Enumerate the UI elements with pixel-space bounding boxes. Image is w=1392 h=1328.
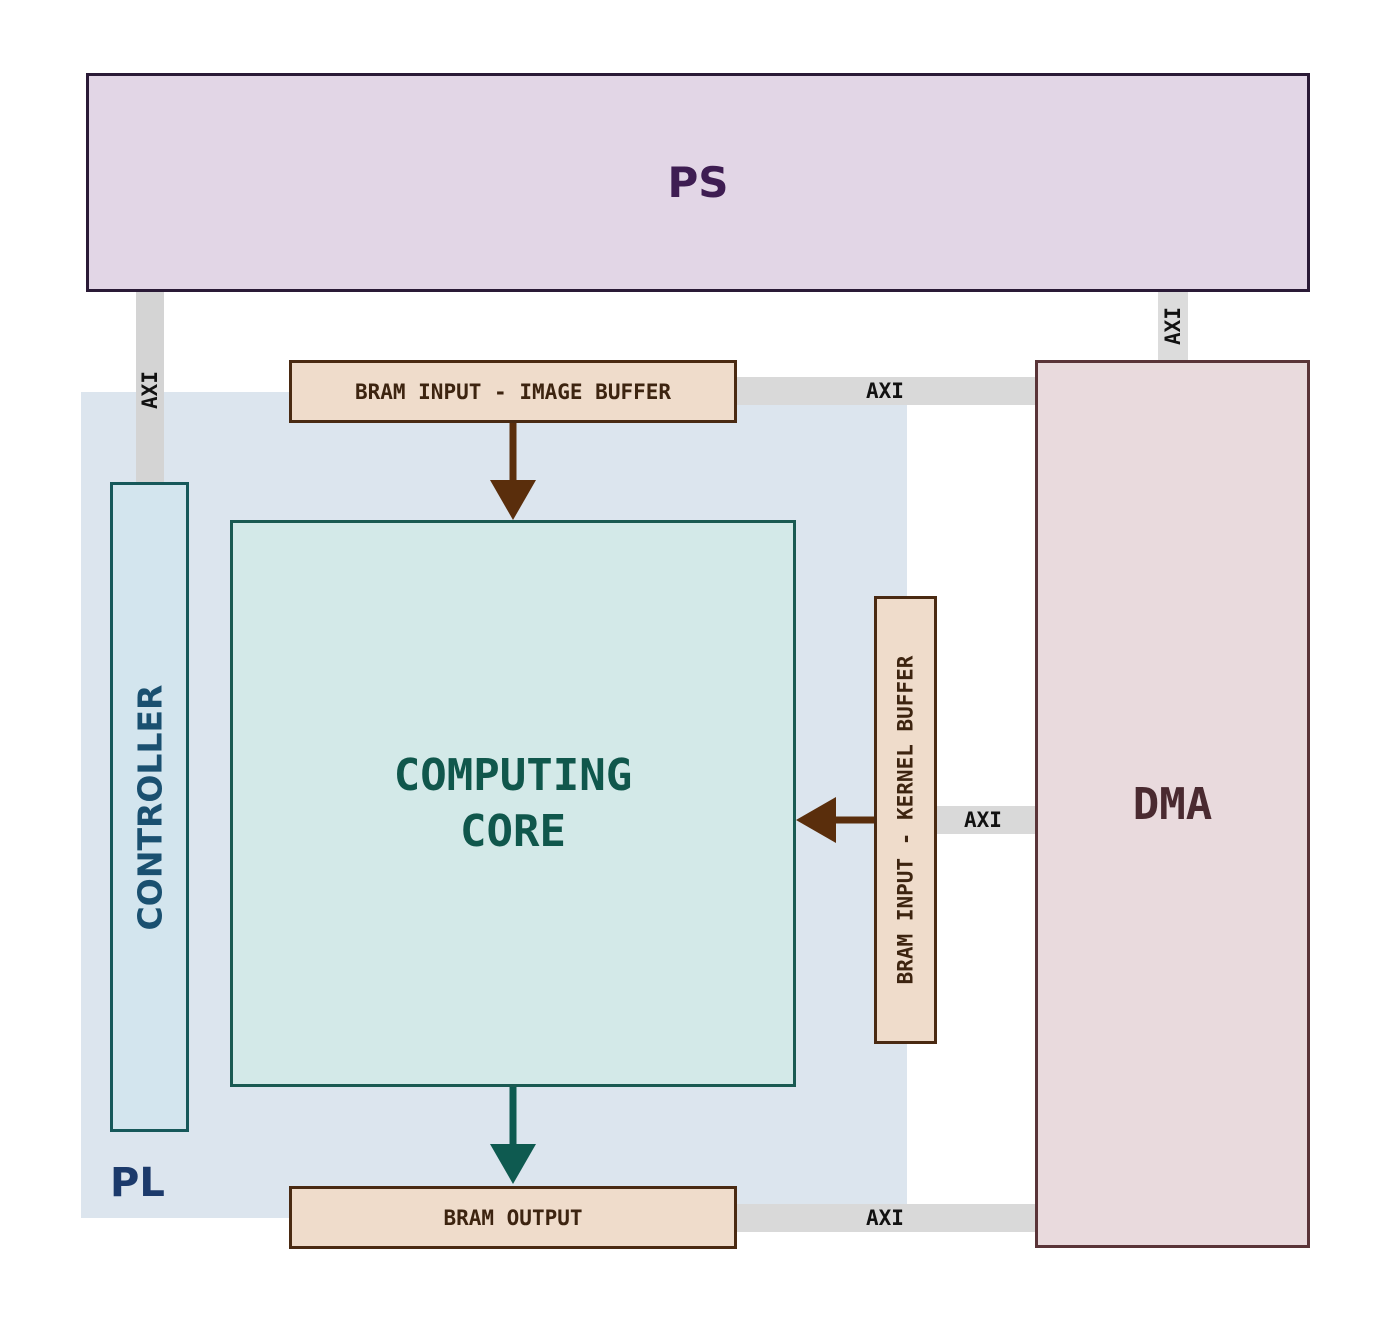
core-label-line1: COMPUTING	[393, 749, 633, 801]
ps-label: PS	[667, 158, 729, 207]
axi-bus-ps-dma: AXI	[1158, 292, 1188, 360]
axi-bus-ps-controller	[136, 292, 164, 482]
computing-core-block: COMPUTING CORE	[230, 520, 796, 1087]
controller-block: CONTROLLER	[110, 482, 189, 1132]
arrow-image-to-core	[490, 423, 536, 520]
bram-kernel-buffer: BRAM INPUT - KERNEL BUFFER	[874, 596, 937, 1044]
arrow-kernel-to-core	[796, 797, 874, 843]
bram-output-buffer: BRAM OUTPUT	[289, 1186, 737, 1249]
axi-label-kernel-dma: AXI	[964, 808, 1002, 832]
bram-output-label: BRAM OUTPUT	[443, 1205, 583, 1230]
pl-label: PL	[110, 1160, 165, 1206]
dma-label: DMA	[1132, 778, 1213, 830]
dma-block: DMA	[1035, 360, 1310, 1248]
core-label-line2: CORE	[460, 805, 566, 857]
bram-image-label: BRAM INPUT - IMAGE BUFFER	[354, 379, 672, 404]
ps-block: PS	[86, 73, 1310, 292]
axi-bus-image-dma	[736, 377, 1035, 405]
arrow-core-to-output	[490, 1087, 536, 1184]
axi-bus-kernel-dma	[936, 806, 1035, 834]
axi-label-image-dma: AXI	[866, 379, 904, 403]
axi-bus-output-dma	[736, 1204, 1035, 1232]
bram-image-buffer: BRAM INPUT - IMAGE BUFFER	[289, 360, 737, 423]
axi-label-output-dma: AXI	[866, 1206, 904, 1230]
